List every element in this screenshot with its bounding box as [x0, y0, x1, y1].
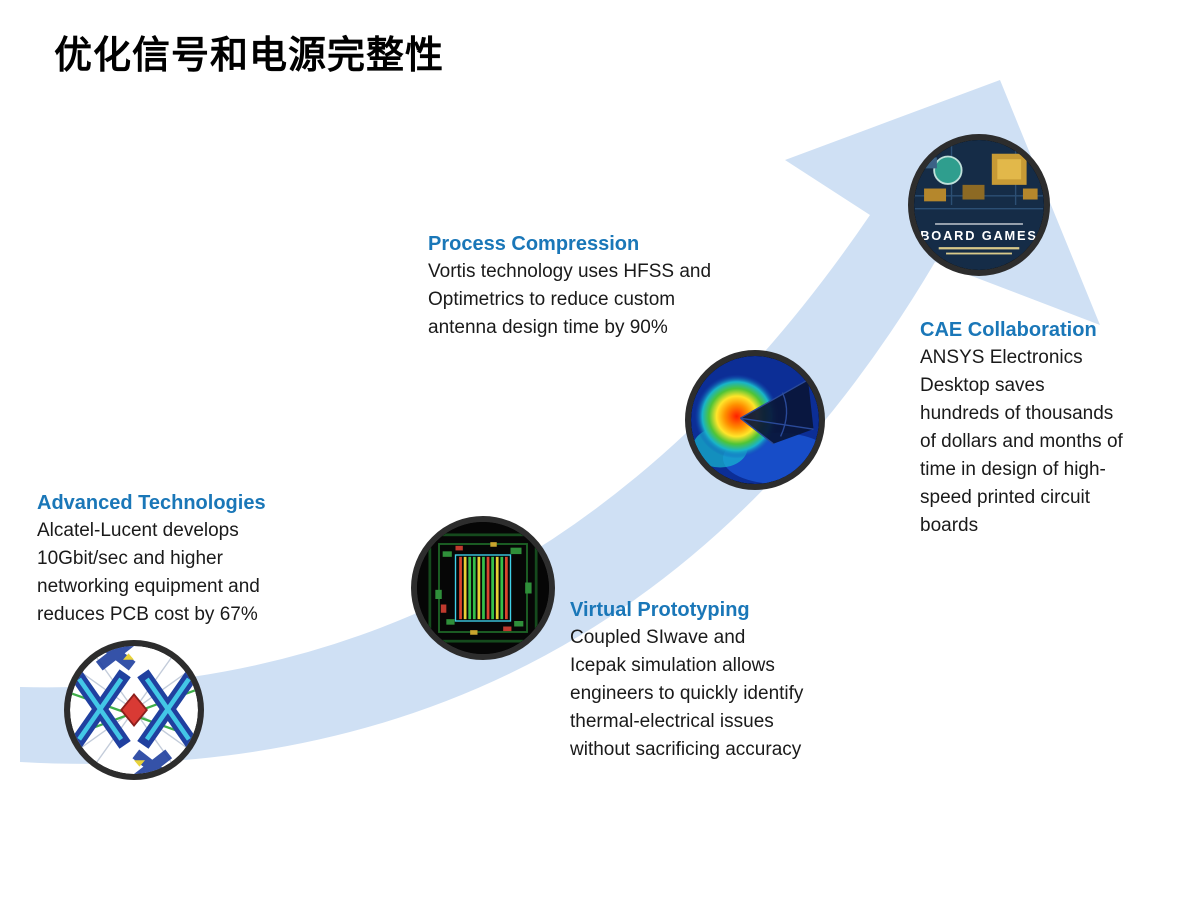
milestone-heading: CAE Collaboration — [920, 319, 1097, 341]
milestone-body: ANSYS Electronics Desktop saves hundreds… — [920, 347, 1123, 536]
chip-layout-graphic — [417, 522, 549, 654]
board-games-cover-graphic: BOARD GAMES — [914, 140, 1044, 270]
milestone-body: Coupled SIwave and Icepak simulation all… — [570, 627, 804, 760]
milestone-body: Alcatel-Lucent develops 10Gbit/sec and h… — [37, 520, 260, 625]
milestone-cae-collaboration: CAE Collaboration ANSYS Electronics Desk… — [920, 316, 1190, 540]
page-title: 优化信号和电源完整性 — [54, 35, 445, 77]
milestone-heading: Advanced Technologies — [37, 492, 266, 514]
power-integrity-plot-graphic — [70, 646, 198, 774]
milestone-heading: Virtual Prototyping — [570, 599, 750, 621]
milestone-body: Vortis technology uses HFSS and Optimetr… — [428, 261, 712, 338]
antenna-simulation-image — [685, 350, 825, 490]
board-games-cover-image: BOARD GAMES — [908, 134, 1050, 276]
chip-layout-image — [411, 516, 555, 660]
milestone-process-compression: Process Compression Vortis technology us… — [428, 230, 818, 342]
power-integrity-image — [64, 640, 204, 780]
antenna-simulation-graphic — [691, 356, 819, 484]
milestone-heading: Process Compression — [428, 233, 640, 255]
milestone-advanced-technologies: Advanced Technologies Alcatel-Lucent dev… — [37, 489, 357, 629]
board-cover-title: BOARD GAMES — [920, 228, 1038, 243]
milestone-virtual-prototyping: Virtual Prototyping Coupled SIwave and I… — [570, 596, 900, 764]
